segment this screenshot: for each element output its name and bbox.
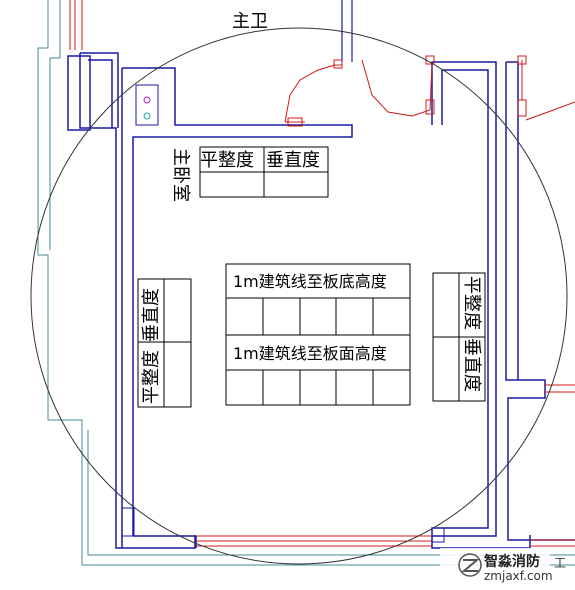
room-label-bedroom: 主卧室 [170,148,191,202]
table-right [432,272,486,402]
svg-text:主卧室: 主卧室 [170,148,191,202]
table-center-row2-label: 1m建筑线至板面高度 [233,344,387,363]
room-label-bathroom: 主卫 [232,11,268,32]
top-right-walls [341,0,353,62]
table-top-col2: 垂直度 [266,150,320,171]
bottom-red-lines [196,535,575,547]
table-left [137,278,192,408]
logo-icon [458,553,482,577]
table-right-col1: 平整度 [461,276,482,330]
table-center-row1-label: 1m建筑线至板底高度 [233,272,387,291]
table-top-col1: 平整度 [200,150,254,171]
table-left-col2: 垂直度 [141,288,162,342]
table-center [225,263,411,406]
door-swings [284,55,575,393]
fixture-top-left [135,84,159,126]
table-left-col1: 平整度 [141,350,162,404]
red-lines-top-left [69,0,83,50]
watermark-fragment: 工 [554,556,566,570]
measurement-circle [30,27,568,565]
watermark-url: zmjaxf.com [484,569,553,583]
table-top [199,146,329,198]
watermark-title: 智淼消防 [483,553,540,570]
bottom-left-details [121,507,445,543]
outer-outline [37,0,575,566]
table-right-col2: 垂直度 [461,338,482,392]
watermark: 智淼消防 zmjaxf.com 工 [440,548,566,584]
